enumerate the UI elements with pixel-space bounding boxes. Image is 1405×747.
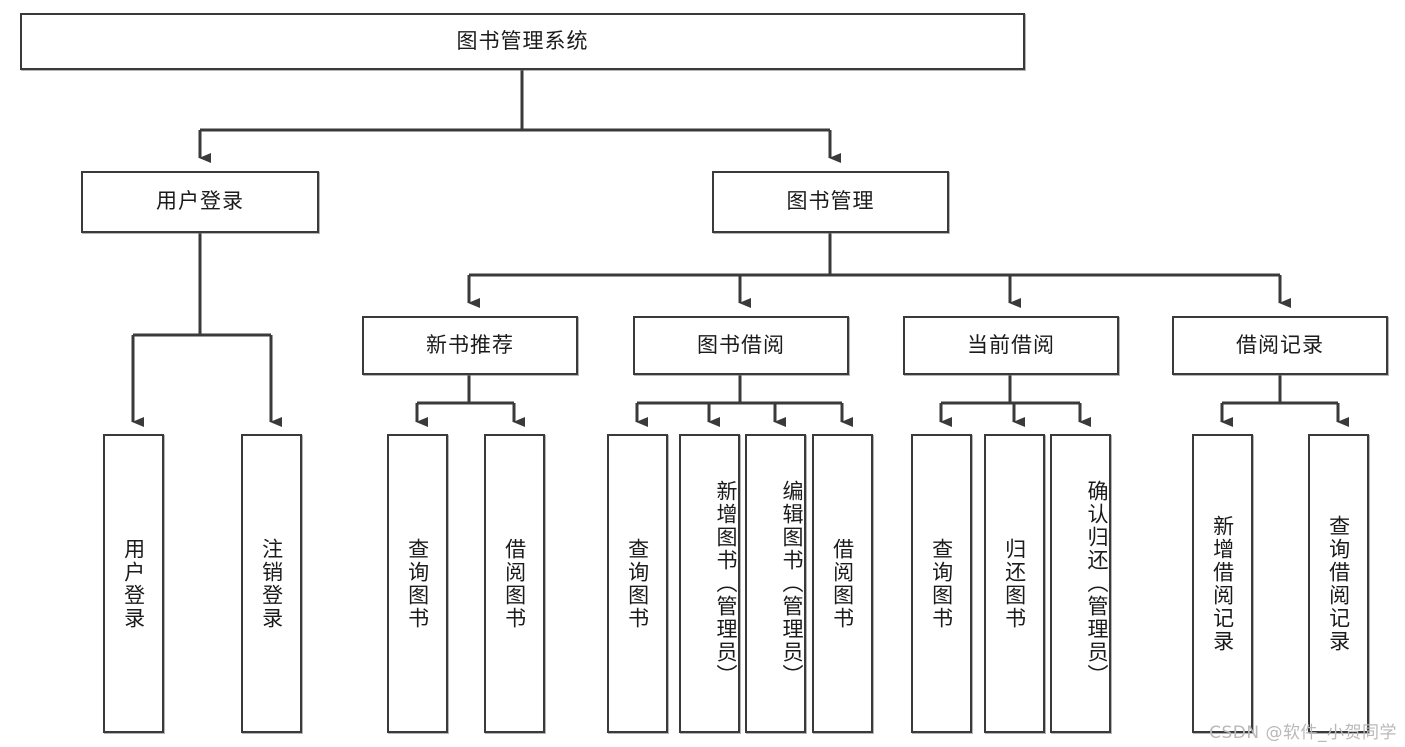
node-leaf-add-borrow-record[interactable]: 新增借阅记录 — [1192, 434, 1253, 733]
node-leaf-confirm-return-label: 确认归还（管理员） — [1085, 480, 1109, 687]
node-leaf-borrow-book-1[interactable]: 借阅图书 — [484, 434, 545, 733]
node-leaf-logout-login[interactable]: 注销登录 — [241, 434, 302, 733]
node-leaf-query-borrow-record-label: 查询借阅记录 — [1326, 514, 1351, 653]
node-leaf-query-book-3-label: 查询图书 — [929, 537, 954, 630]
node-leaf-borrow-book-1-label: 借阅图书 — [502, 537, 527, 630]
node-root[interactable]: 图书管理系统 — [20, 13, 1025, 70]
csdn-watermark: CSDN @软件_小贺同学 — [1209, 723, 1397, 743]
node-root-label: 图书管理系统 — [456, 28, 589, 53]
node-user-login-label: 用户登录 — [156, 189, 244, 214]
node-leaf-user-login-label: 用户登录 — [121, 537, 146, 630]
node-borrow-record-label: 借阅记录 — [1236, 332, 1324, 357]
node-leaf-query-book-1-label: 查询图书 — [405, 537, 430, 630]
node-leaf-borrow-book-2-label: 借阅图书 — [830, 537, 855, 630]
node-leaf-return-book-label: 归还图书 — [1002, 537, 1027, 630]
node-leaf-logout-login-label: 注销登录 — [259, 537, 284, 630]
node-leaf-add-book-label: 新增图书（管理员） — [714, 480, 738, 687]
node-leaf-add-book[interactable]: 新增图书（管理员） — [679, 434, 740, 733]
node-leaf-user-login[interactable]: 用户登录 — [103, 434, 164, 733]
node-current-borrow-label: 当前借阅 — [967, 332, 1055, 357]
node-book-management-label: 图书管理 — [786, 189, 875, 214]
node-leaf-borrow-book-2[interactable]: 借阅图书 — [812, 434, 873, 733]
node-book-borrow[interactable]: 图书借阅 — [633, 316, 849, 375]
node-leaf-query-borrow-record[interactable]: 查询借阅记录 — [1308, 434, 1369, 733]
node-leaf-return-book[interactable]: 归还图书 — [984, 434, 1045, 733]
node-leaf-query-book-1[interactable]: 查询图书 — [387, 434, 448, 733]
node-leaf-confirm-return[interactable]: 确认归还（管理员） — [1050, 434, 1111, 733]
node-borrow-record[interactable]: 借阅记录 — [1172, 316, 1388, 375]
node-new-book-recommend-label: 新书推荐 — [426, 332, 514, 357]
node-book-management[interactable]: 图书管理 — [712, 171, 949, 233]
node-current-borrow[interactable]: 当前借阅 — [903, 316, 1119, 375]
node-leaf-edit-book[interactable]: 编辑图书（管理员） — [745, 434, 806, 733]
node-leaf-add-borrow-record-label: 新增借阅记录 — [1210, 514, 1235, 653]
node-leaf-query-book-2-label: 查询图书 — [625, 537, 650, 630]
node-book-borrow-label: 图书借阅 — [697, 332, 785, 357]
node-new-book-recommend[interactable]: 新书推荐 — [362, 316, 578, 375]
node-leaf-query-book-2[interactable]: 查询图书 — [607, 434, 668, 733]
node-leaf-query-book-3[interactable]: 查询图书 — [911, 434, 972, 733]
node-leaf-edit-book-label: 编辑图书（管理员） — [780, 480, 804, 687]
node-user-login[interactable]: 用户登录 — [81, 171, 319, 233]
